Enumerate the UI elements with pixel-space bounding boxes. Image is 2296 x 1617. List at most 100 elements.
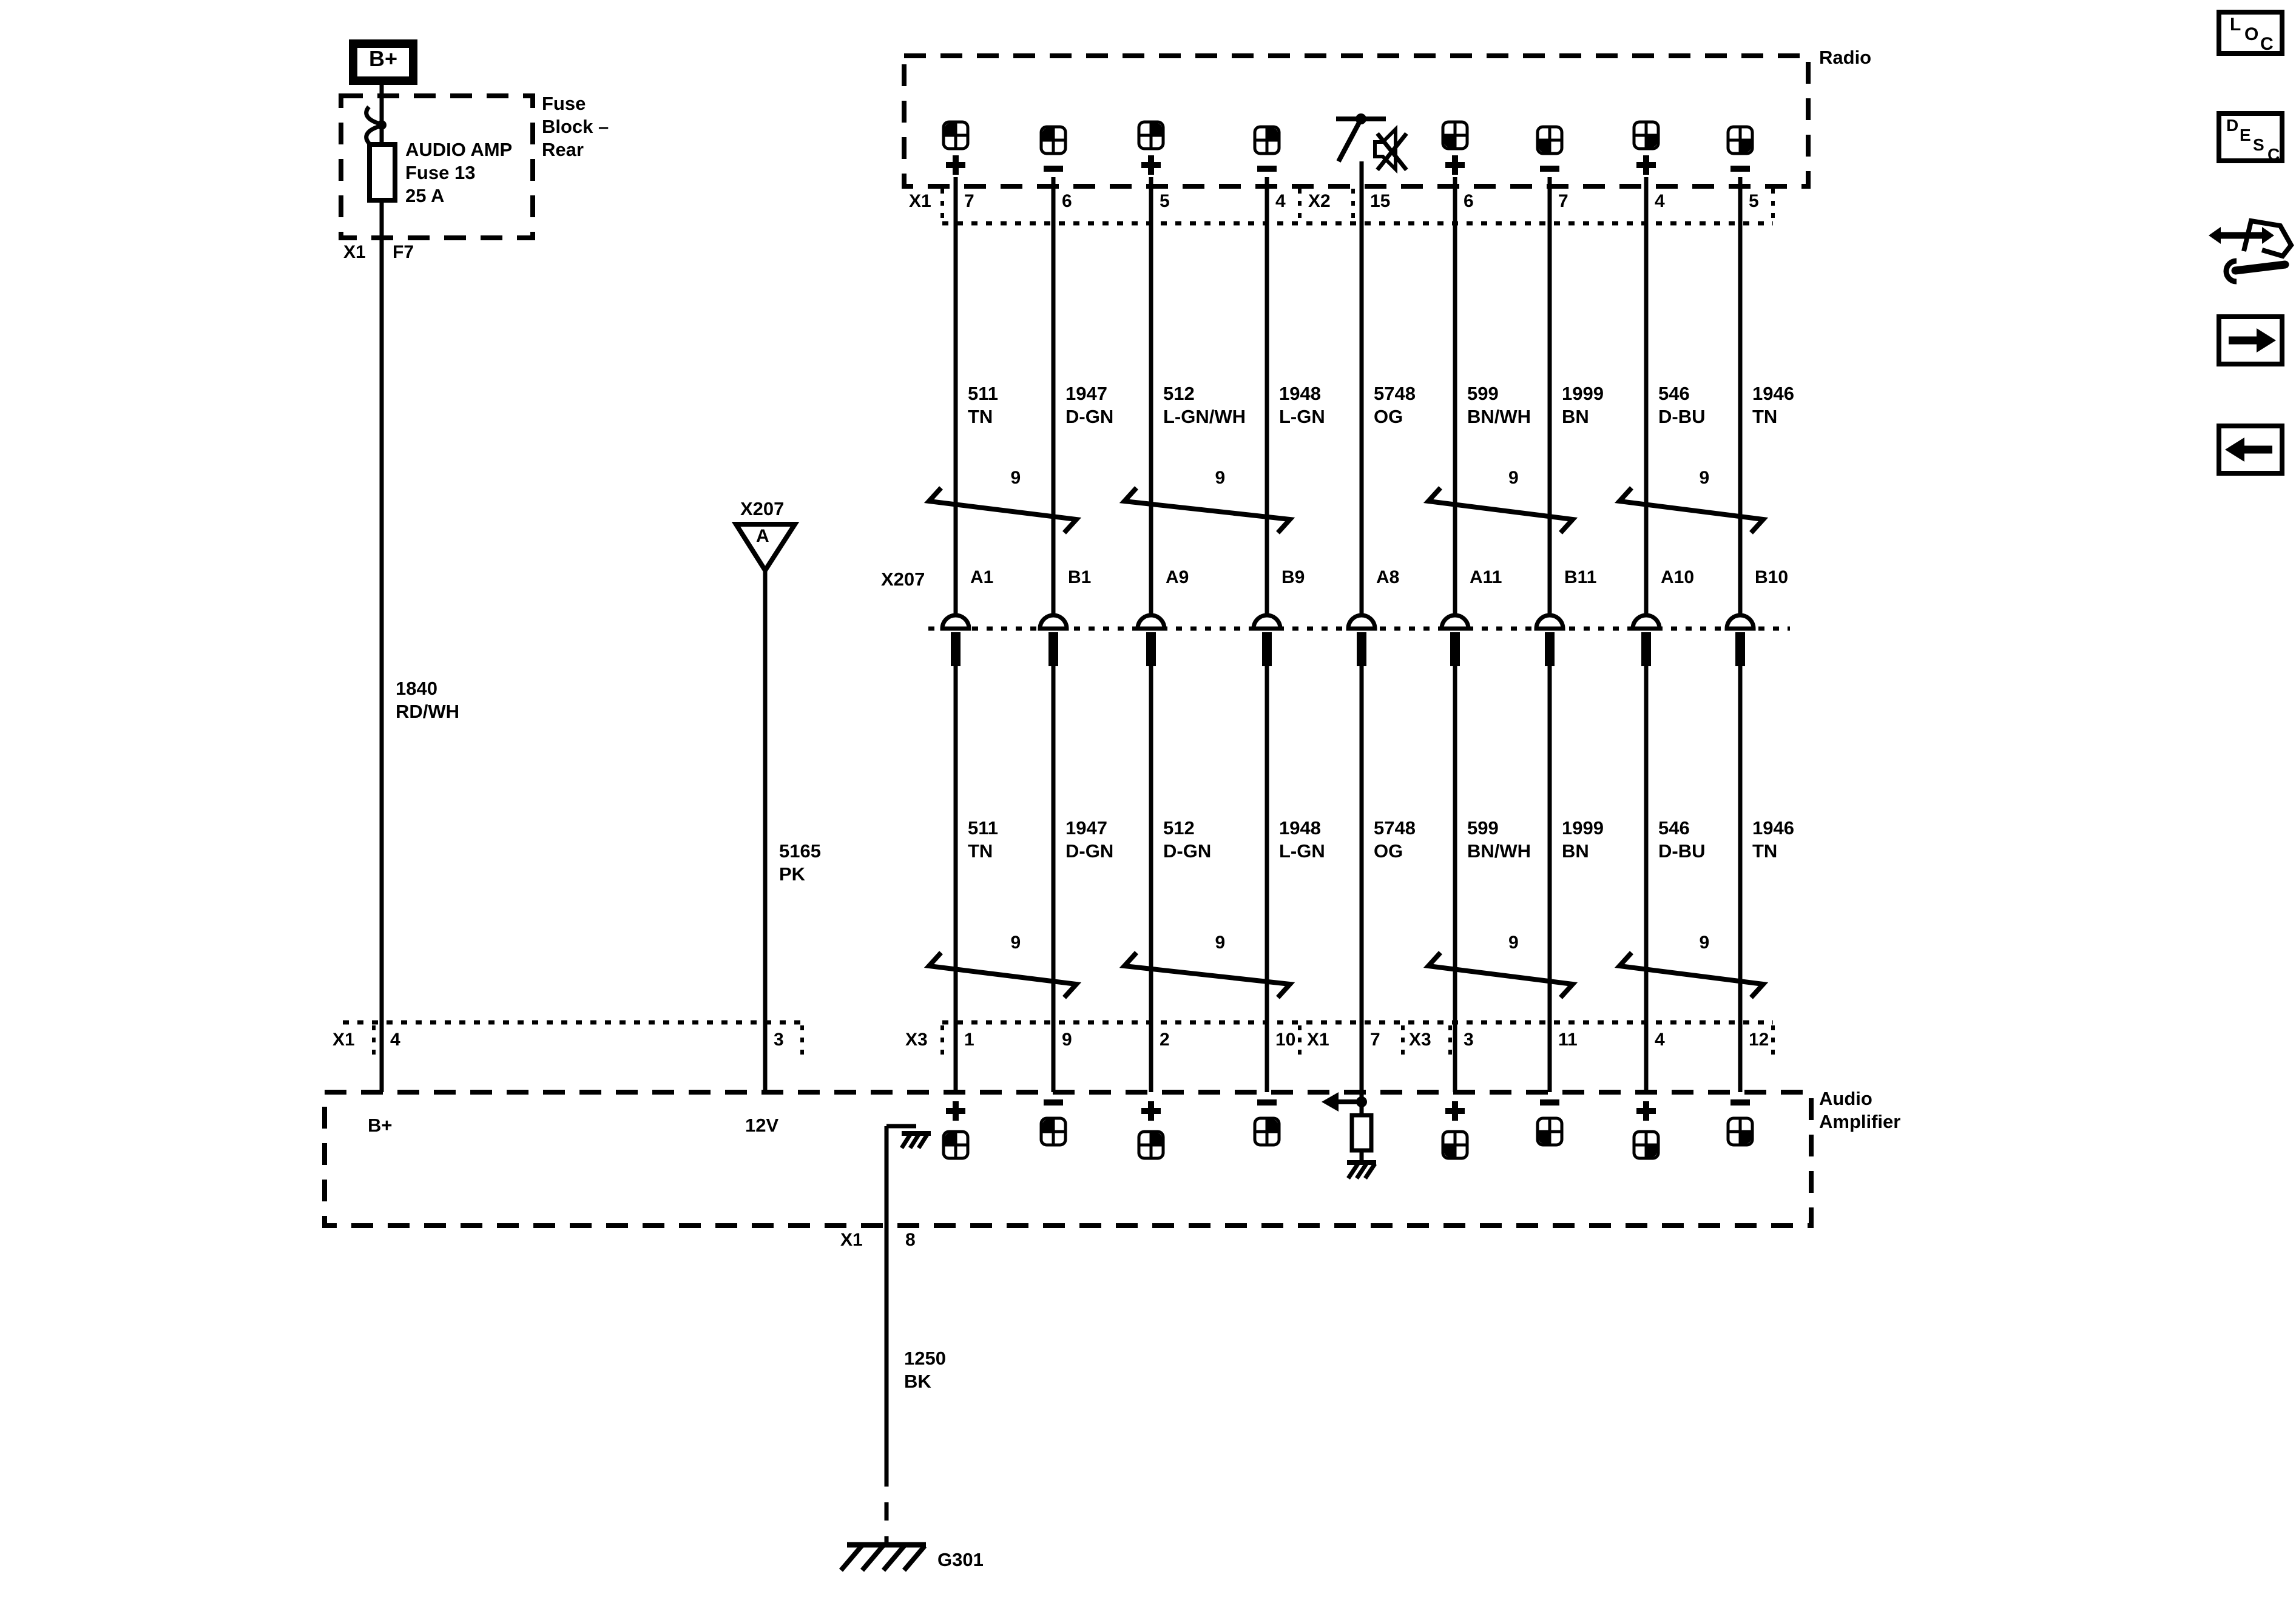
amp-mid-pin: 7	[1370, 1030, 1380, 1050]
inline-connector-socket	[1135, 613, 1167, 631]
minus-sign	[1540, 166, 1559, 172]
radio-pin-number: 6	[1464, 191, 1474, 211]
radio-conn-x1: X1	[909, 191, 931, 211]
inline-pin-id: B9	[1281, 567, 1305, 587]
speaker-position-icon	[942, 120, 970, 150]
inline-connector-socket	[1534, 613, 1565, 631]
inline-pin-id: A11	[1470, 567, 1502, 587]
radio-title: Radio	[1819, 47, 1872, 68]
amp-ground-pin: 8	[905, 1230, 916, 1250]
inline-connector-socket	[1630, 613, 1662, 631]
nav-desc-button[interactable]: D E S C	[2217, 111, 2284, 164]
amplifier-connector-rows	[343, 1020, 1775, 1061]
amp-title-2: Amplifier	[1819, 1111, 1901, 1132]
inline-connector-pin	[1735, 632, 1745, 666]
amp-conn-x3-left: X3	[905, 1030, 928, 1050]
amp-ground-conn: X1	[840, 1230, 863, 1250]
desc-letter-d: D	[2226, 116, 2239, 135]
speaker-position-icon	[1726, 125, 1754, 155]
amp-power-pin-3: 3	[774, 1030, 784, 1050]
fuse-block-box	[339, 93, 535, 240]
forward-arrow-icon	[2229, 328, 2276, 353]
minus-sign	[1044, 166, 1063, 172]
speaker-channel	[940, 177, 971, 1092]
twisted-pair-icon	[1119, 951, 1295, 999]
plus-sign	[1141, 1101, 1161, 1121]
b-plus-box	[349, 39, 417, 85]
nav-forward-button[interactable]	[2217, 314, 2284, 366]
radio-pin-number: 4	[1275, 191, 1286, 211]
inline-connector-label: X207	[881, 569, 925, 590]
ground-ref-label: G301	[937, 1549, 984, 1570]
nav-wrench-icon[interactable]	[2207, 211, 2296, 292]
speaker-channel	[1038, 177, 1069, 1092]
minus-sign	[1257, 166, 1277, 172]
speaker-position-icon	[1441, 120, 1469, 150]
speaker-position-icon	[1137, 1130, 1165, 1160]
radio-pin-number: 15	[1370, 191, 1391, 211]
inline-connector-pin	[1450, 632, 1460, 666]
inline-connector-socket	[940, 613, 971, 631]
amp-pin-number: 9	[1062, 1030, 1072, 1050]
inline-pin-id: A1	[970, 567, 994, 587]
amp-power-conn-label: X1	[333, 1030, 355, 1050]
loc-letter-l: L	[2230, 15, 2241, 35]
twisted-pair-id: 9	[1508, 468, 1519, 488]
minus-sign	[1257, 1099, 1277, 1106]
nav-loc-button[interactable]: L O C	[2217, 10, 2284, 56]
inline-pin-id: B1	[1068, 567, 1092, 587]
radio-box	[902, 53, 1811, 226]
inline-connector-pin	[1146, 632, 1156, 666]
speaker-position-icon	[942, 1130, 970, 1160]
twisted-pair-id: 9	[1215, 468, 1226, 488]
fuse-rating: 25 A	[405, 185, 445, 206]
amp-pin-number: 11	[1558, 1030, 1578, 1050]
speaker-position-icon	[1039, 125, 1067, 155]
inline-connector-socket	[1251, 613, 1283, 631]
twisted-pair-icon	[1423, 486, 1578, 535]
twisted-pair-icon	[1614, 951, 1769, 999]
speaker-channel	[1630, 177, 1662, 1092]
inline-connector-pin	[1048, 632, 1058, 666]
inline-pin-id: A9	[1166, 567, 1189, 587]
twisted-pair-id: 9	[1699, 468, 1710, 488]
plus-sign	[1445, 1101, 1465, 1121]
amp-pin-number: 4	[1655, 1030, 1665, 1050]
speaker-channel	[1135, 177, 1167, 1092]
minus-sign	[1730, 1099, 1750, 1106]
amp-bplus-label: B+	[368, 1115, 393, 1136]
twisted-pair-id: 9	[1010, 933, 1021, 953]
amp-pin-number: 3	[1464, 1030, 1474, 1050]
speaker-channel	[1534, 177, 1565, 1092]
amp-power-pin-4: 4	[390, 1030, 400, 1050]
inline-connector-pin	[1262, 632, 1272, 666]
inline-pin-id: B10	[1755, 567, 1789, 587]
desc-letter-s: S	[2253, 135, 2264, 154]
plus-sign	[946, 155, 965, 175]
amp-pin-number: 1	[964, 1030, 974, 1050]
speaker-channel	[1346, 161, 1377, 1092]
inline-pin-id: B11	[1564, 567, 1597, 587]
fuse-position-label: F7	[393, 242, 414, 262]
amp-12v-label: 12V	[745, 1115, 779, 1136]
speaker-position-icon	[1137, 120, 1165, 150]
ground-path	[884, 1124, 931, 1545]
loc-letter-c: C	[2260, 34, 2274, 54]
nav-back-button[interactable]	[2217, 424, 2284, 476]
speaker-position-icon	[1726, 1116, 1754, 1147]
inline-connector-socket	[1439, 613, 1471, 631]
fuse-number: Fuse 13	[405, 162, 476, 183]
inline-pin-id: A10	[1661, 567, 1695, 587]
